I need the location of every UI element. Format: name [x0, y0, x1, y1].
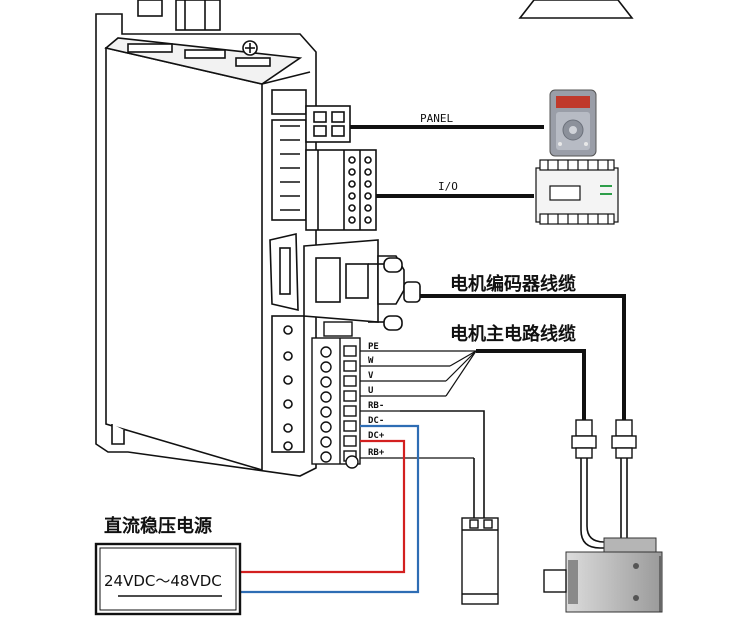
- dc-supply-range: 24VDC～48VDC: [104, 572, 222, 590]
- brake-resistor-icon: [461, 517, 499, 605]
- dc-supply-box: [94, 542, 242, 616]
- terminal-label-dc-minus: DC-: [368, 416, 384, 426]
- io-label: I/O: [438, 180, 458, 193]
- panel-connector: [305, 105, 351, 143]
- main-terminal-block: [311, 321, 361, 469]
- top-trapezoid-shape: [518, 0, 634, 19]
- encoder-plug: [303, 239, 421, 331]
- terminal-label-dc-plus: DC+: [368, 431, 385, 441]
- motor-cable-fan: [445, 350, 477, 397]
- brake-resistor-wire-rb-minus: [400, 410, 485, 520]
- io-connector: [305, 149, 377, 231]
- encoder-cable-label: 电机编码器线缆: [450, 273, 576, 295]
- panel-device-icon: [549, 89, 597, 157]
- panel-label: PANEL: [420, 112, 453, 125]
- motor-encoder-plug: [611, 419, 637, 459]
- main-circuit-cable: [476, 349, 586, 420]
- terminal-label-rb-plus: RB+: [368, 448, 385, 458]
- main-circuit-cable-label: 电机主电路线缆: [450, 323, 576, 345]
- dc-supply-title: 直流稳压电源: [104, 515, 212, 537]
- terminal-label-w: W: [368, 356, 374, 366]
- servo-motor-icon: [543, 537, 663, 613]
- motor-leads: [580, 458, 628, 549]
- terminal-label-rb-minus: RB-: [368, 401, 384, 411]
- terminal-label-pe: PE: [368, 342, 379, 352]
- terminal-label-u: U: [368, 386, 373, 396]
- dc-negative-wire: [240, 424, 420, 594]
- plc-device-icon: [535, 159, 619, 225]
- terminal-label-v: V: [368, 371, 374, 381]
- servo-drive: [95, 0, 317, 477]
- motor-power-plug: [571, 419, 597, 459]
- encoder-cable: [420, 294, 626, 420]
- dc-positive-wire: [240, 439, 406, 574]
